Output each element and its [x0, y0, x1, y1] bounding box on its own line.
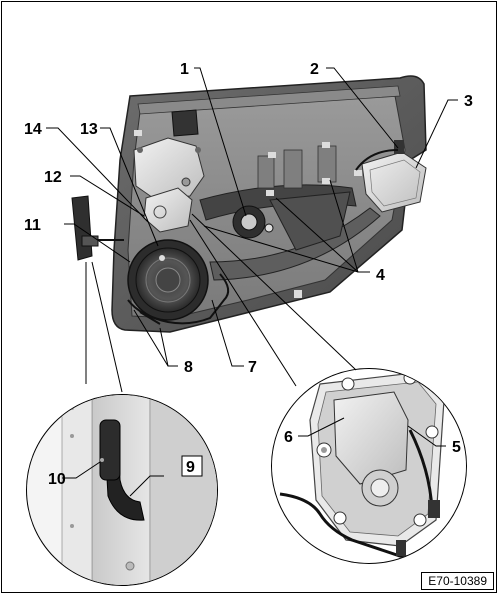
callout-11: 11	[24, 217, 41, 234]
mounting-bracket-left	[71, 195, 124, 261]
callout-9-box: 9	[181, 455, 203, 477]
callout-1: 1	[180, 61, 189, 78]
zoom-connectors	[85, 213, 357, 393]
control-module-unit	[355, 140, 427, 213]
loudspeaker	[127, 239, 209, 321]
callout-7: 7	[248, 359, 257, 376]
detail-view-right	[271, 368, 467, 564]
callout-14: 14	[24, 121, 42, 138]
callout-5: 5	[452, 439, 461, 456]
detail-view-left	[26, 394, 218, 586]
figure-reference-id: E70-10389	[421, 572, 494, 590]
callout-4: 4	[376, 267, 385, 284]
leader-lines	[46, 67, 458, 497]
window-motor-assembly	[133, 137, 205, 233]
wiring-harness	[127, 273, 230, 325]
callout-13: 13	[80, 121, 98, 138]
door-switch-component	[232, 205, 274, 239]
callout-6: 6	[284, 429, 293, 446]
callout-labels: 1 2 3 4 5 6 7 8 10 11 12 13 14	[24, 61, 473, 488]
callout-2: 2	[310, 61, 319, 78]
callout-9: 9	[186, 459, 195, 476]
callout-3: 3	[464, 93, 473, 110]
callout-12: 12	[44, 169, 62, 186]
callout-8: 8	[184, 359, 193, 376]
callout-10: 10	[48, 471, 66, 488]
